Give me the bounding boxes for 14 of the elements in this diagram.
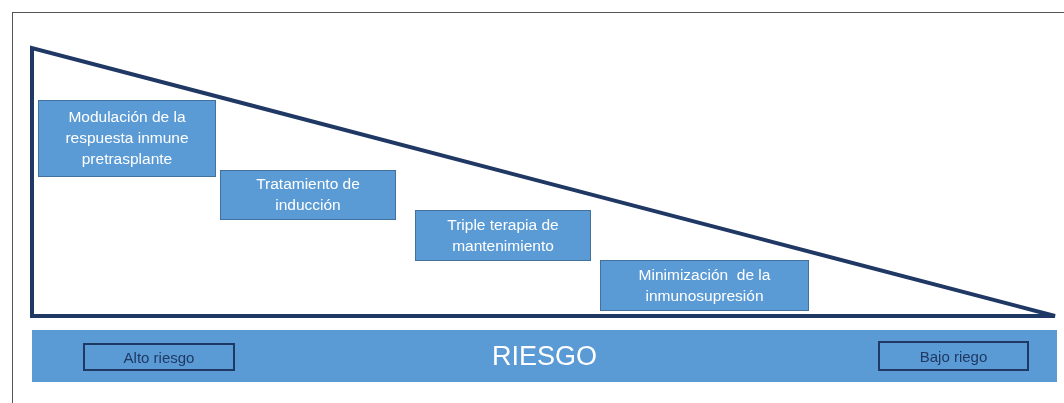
process-box (600, 260, 809, 311)
process-box (38, 100, 216, 177)
box-label: Modulación de la respuesta inmune pretrasplante (64, 107, 190, 169)
process-box (220, 170, 396, 220)
box-label: Minimización de la inmunosupresión (637, 264, 772, 306)
risk-level-box (878, 341, 1029, 371)
risk-level-box (83, 343, 235, 371)
box-label: Bajo riego (919, 347, 988, 365)
box-label: Triple terapia de mantenimiento (446, 214, 560, 256)
box-label: Alto riesgo (123, 348, 195, 366)
process-box (415, 210, 591, 261)
risk-bar (32, 330, 1057, 382)
bar-title: RIESGO (492, 340, 597, 372)
box-label: Tratamiento de inducción (255, 174, 361, 215)
